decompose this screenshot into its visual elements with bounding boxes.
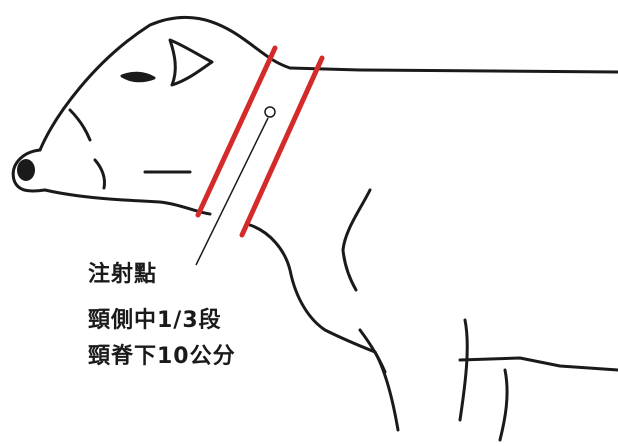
injection-point bbox=[264, 106, 276, 118]
ear bbox=[168, 38, 214, 87]
jaw-line bbox=[43, 188, 212, 216]
muzzle-outline bbox=[11, 148, 47, 193]
leg-3 bbox=[498, 368, 509, 442]
back-line bbox=[288, 66, 618, 74]
front-leg-back bbox=[358, 328, 387, 374]
face-fold-1 bbox=[93, 158, 106, 190]
shoulder-line bbox=[341, 188, 372, 292]
chest-line bbox=[248, 223, 377, 354]
annotation-depth: 頸脊下10公分 bbox=[88, 344, 236, 369]
marker-band-front bbox=[195, 45, 278, 218]
face-fold-3 bbox=[68, 108, 92, 142]
front-leg bbox=[373, 350, 400, 432]
annotation-location: 頸側中1/3段 bbox=[88, 308, 222, 333]
nostril bbox=[17, 159, 35, 181]
head-outline bbox=[38, 15, 292, 152]
pointer-line bbox=[195, 117, 269, 266]
annotation-title: 注射點 bbox=[88, 262, 158, 287]
marker-band-back bbox=[239, 55, 325, 238]
leg-2 bbox=[458, 318, 469, 422]
eye bbox=[120, 71, 156, 83]
belly-line bbox=[458, 356, 618, 372]
